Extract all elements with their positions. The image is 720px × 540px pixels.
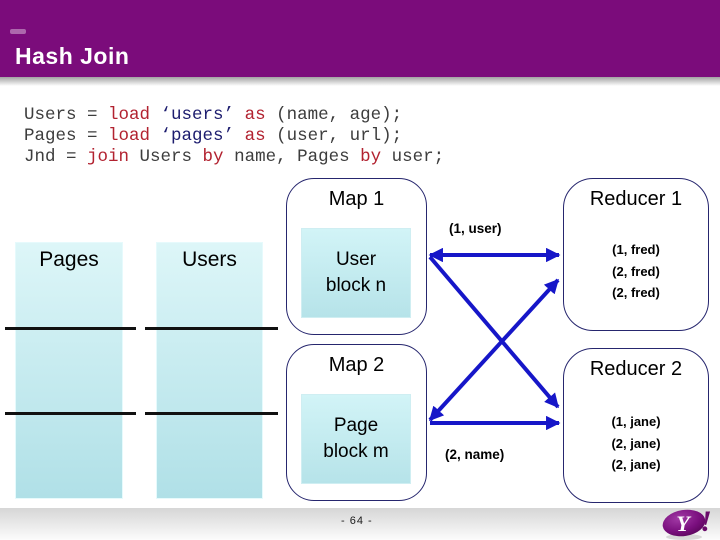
reducer2-tuples: (1, jane) (2, jane) (2, jane): [564, 411, 708, 476]
users-relation-column: Users: [156, 242, 263, 499]
slide-header: Hash Join: [0, 0, 720, 77]
map2-input-block: Page block m: [301, 394, 411, 484]
page-number: - 64 -: [341, 515, 373, 527]
yahoo-logo-y: Y: [676, 511, 692, 536]
code-token-keyword: as: [244, 105, 266, 125]
tuple-row: (2, jane): [611, 435, 661, 451]
code-token-plain: Users: [129, 147, 203, 167]
code-token-plain: [234, 126, 245, 146]
code-token-plain: Pages =: [24, 126, 109, 146]
reducer1-tuples: (1, fred) (2, fred) (2, fred): [564, 239, 708, 304]
tuple-row: (2, fred): [612, 285, 660, 300]
block-split-line: [145, 327, 278, 330]
arrow-map2-reducer1: [428, 278, 560, 422]
code-token-keyword: load: [108, 105, 151, 125]
reducer1-box: Reducer 1 (1, fred) (2, fred) (2, fred): [563, 178, 709, 331]
arrow-map1-reducer2: [428, 255, 560, 409]
shuffle-key-name-label: (2, name): [445, 447, 505, 462]
tuple-row: (2, jane): [611, 457, 661, 472]
block-split-line: [145, 412, 278, 415]
code-block: Users = load ‘users’ as (name, age); Page…: [24, 105, 444, 168]
yahoo-logo: Y !: [662, 505, 712, 540]
code-token-plain: (user, url);: [265, 126, 403, 146]
block-split-line: [5, 327, 136, 330]
header-tick-decoration: [10, 29, 26, 34]
code-token-plain: (name, age);: [265, 105, 403, 125]
tuple-row: (1, fred): [612, 242, 660, 257]
pages-relation-column: Pages: [15, 242, 123, 499]
code-token-keyword: join: [87, 147, 130, 167]
map2-input-block-label: Page block m: [323, 415, 389, 462]
block-split-line: [5, 412, 136, 415]
code-token-keyword: by: [360, 147, 382, 167]
pages-label: Pages: [39, 248, 99, 271]
map2-box: Map 2 Page block m: [286, 344, 427, 501]
map1-input-block: User block n: [301, 228, 411, 318]
tuple-row: (1, jane): [611, 414, 661, 429]
map1-box: Map 1 User block n: [286, 178, 427, 335]
footer-band: [0, 508, 720, 540]
header-shadow: [0, 77, 720, 86]
reducer2-title: Reducer 2: [589, 358, 683, 380]
map1-title: Map 1: [328, 188, 385, 210]
shuffle-key-user-label: (1, user): [449, 221, 502, 236]
code-token-plain: Jnd =: [24, 147, 88, 167]
code-token-keyword: load: [108, 126, 151, 146]
slide-title: Hash Join: [15, 43, 130, 69]
code-token-keyword: by: [202, 147, 224, 167]
users-label: Users: [182, 248, 237, 271]
reducer1-title: Reducer 1: [589, 188, 683, 210]
code-token-plain: [150, 126, 161, 146]
code-token-plain: name, Pages: [223, 147, 361, 167]
code-token-plain: Users =: [24, 105, 109, 125]
map2-title: Map 2: [328, 354, 385, 376]
yahoo-logo-bang: !: [700, 505, 712, 538]
code-token-string: ‘users’: [160, 105, 235, 125]
code-token-string: ‘pages’: [160, 126, 235, 146]
reducer2-box: Reducer 2 (1, jane) (2, jane) (2, jane): [563, 348, 709, 503]
map1-input-block-label: User block n: [325, 249, 387, 296]
yahoo-logo-ellipse: [662, 509, 706, 537]
code-token-plain: user;: [381, 147, 445, 167]
code-token-keyword: as: [244, 126, 266, 146]
code-token-plain: [150, 105, 161, 125]
tuple-row: (2, fred): [612, 263, 660, 279]
code-token-plain: [234, 105, 245, 125]
